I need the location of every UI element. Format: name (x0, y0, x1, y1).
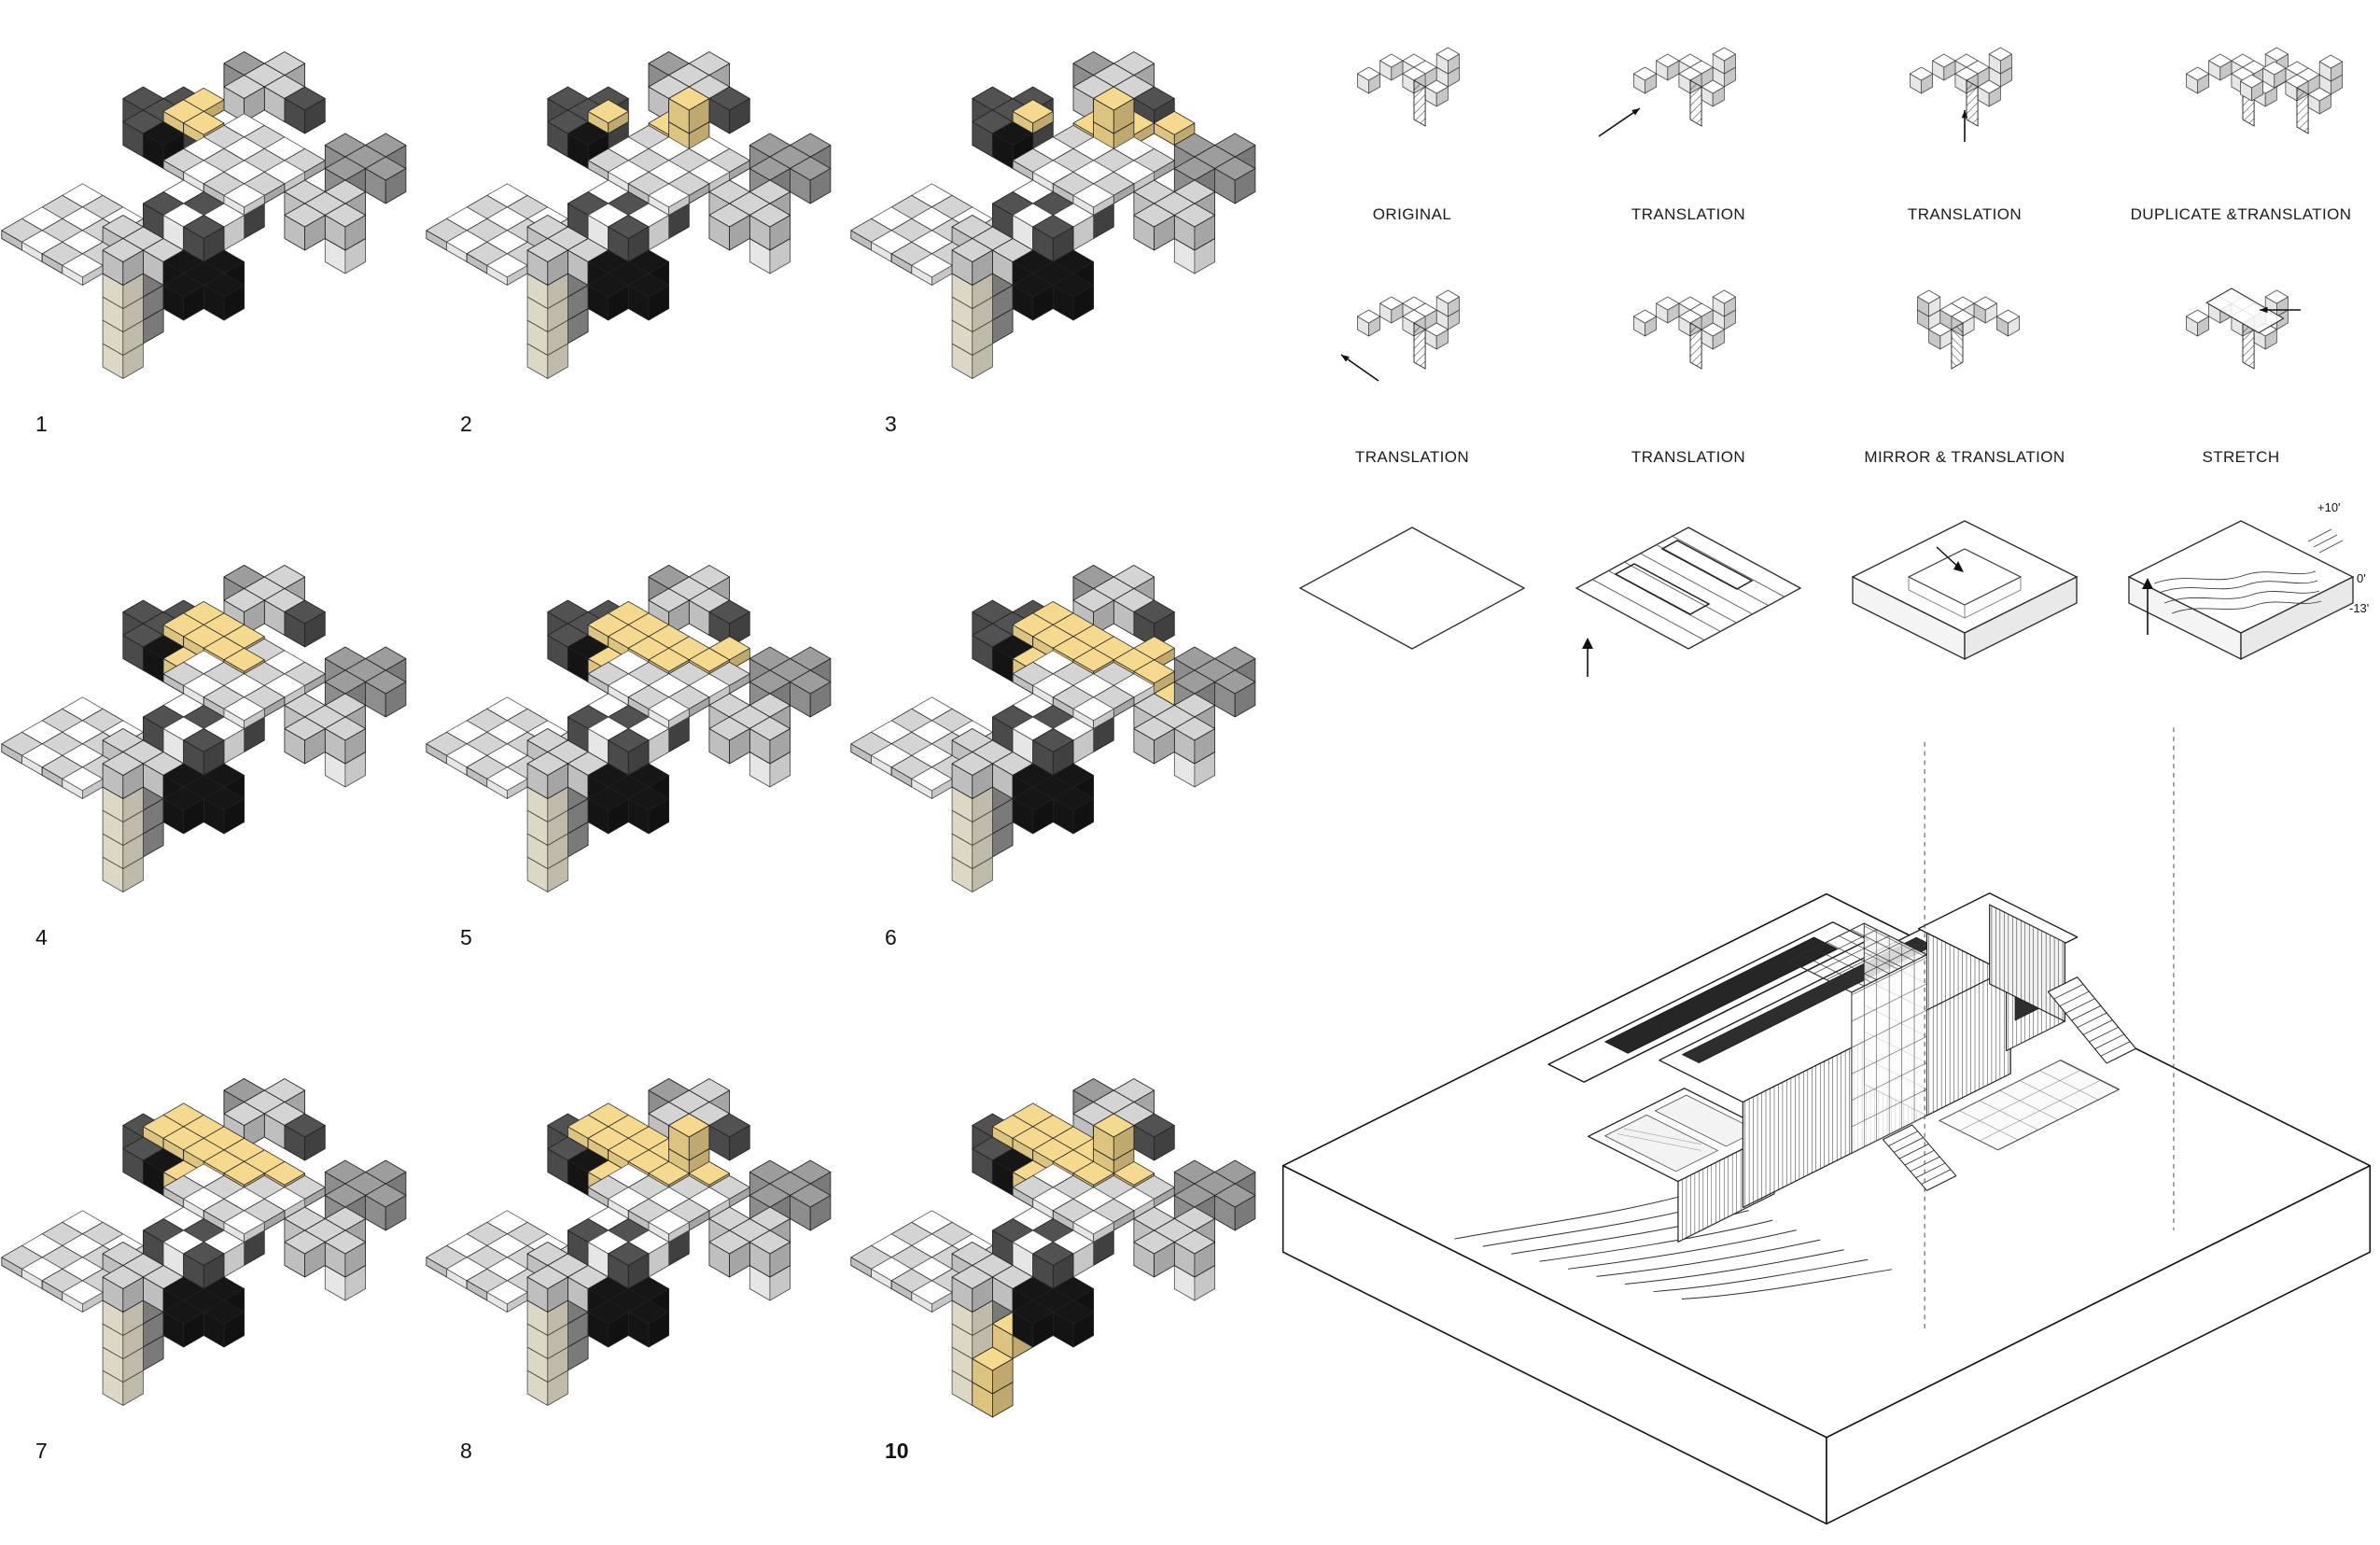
transform-diagram (1917, 289, 2020, 370)
block-right-face (1964, 575, 2078, 661)
transform-diagram (1598, 47, 1736, 137)
final-building-axonometric (1281, 727, 2372, 1525)
figure-number: 3 (885, 412, 897, 436)
transform-label: TRANSLATION (1631, 205, 1746, 223)
massing-axonometric-drawing (850, 565, 1256, 892)
up-arrow (1582, 638, 1593, 677)
massing-axonometric-drawing (1, 1078, 407, 1406)
massing-figure: 3 (849, 0, 1274, 513)
massing-axonometric-drawing (850, 1078, 1256, 1418)
massing-iteration-grid: 1 2 3 4 5 6 7 8 (0, 0, 1274, 1540)
transform-diagram (2186, 288, 2301, 370)
transform-diagram (1340, 289, 1460, 382)
massing-figure: 7 (0, 1027, 425, 1540)
transform-label: TRANSLATION (1354, 448, 1470, 466)
transform-label: TRANSLATION (1631, 448, 1746, 466)
roof-plate (1614, 563, 1711, 615)
entry-arrow (1936, 546, 1964, 572)
transform-diagram (1633, 289, 1736, 370)
site-plane (1575, 527, 1802, 650)
transform-step: MIRROR & TRANSLATION (1827, 243, 2103, 485)
figure-number: 5 (460, 925, 472, 949)
site-plane (1298, 527, 1526, 650)
transform-label: TRANSLATION (1907, 205, 2023, 223)
transform-step: TRANSLATION (1550, 0, 1827, 243)
transform-diagram (2186, 47, 2343, 134)
figure-number: 2 (460, 412, 472, 436)
transform-label: DUPLICATE &TRANSLATION (2130, 205, 2352, 223)
site-courtyard-block-diagram (1851, 520, 2079, 661)
massing-axonometric-drawing (1, 565, 407, 892)
figure-number: 1 (35, 412, 48, 436)
figure-number: 4 (35, 925, 48, 949)
massing-axonometric-drawing (426, 1078, 832, 1406)
terrace-steps (2307, 528, 2344, 554)
massing-axonometric-drawing (1, 51, 407, 379)
massing-figure: 6 (849, 513, 1274, 1027)
figure-number: 6 (885, 925, 897, 949)
figure-number: 7 (35, 1439, 48, 1463)
site-plane-diagram (1298, 527, 1526, 650)
transform-diagram (1910, 47, 2012, 142)
elevation-label-low: -13' (2349, 601, 2369, 615)
block-right-face (2240, 575, 2354, 661)
transform-label: MIRROR & TRANSLATION (1864, 448, 2065, 466)
final-axonometric-panel (1271, 700, 2380, 1540)
figure-number: 10 (885, 1439, 909, 1463)
massing-figure: 5 (425, 513, 849, 1027)
massing-figure: 2 (425, 0, 849, 513)
transform-step: TRANSLATION (1827, 0, 2103, 243)
transform-step: TRANSLATION (1274, 243, 1550, 485)
massing-axonometric-drawing (426, 51, 832, 379)
transform-label: STRETCH (2202, 448, 2280, 466)
massing-axonometric-drawing (850, 51, 1256, 379)
transform-step: DUPLICATE &TRANSLATION (2103, 0, 2379, 243)
elevation-label-top: +10' (2317, 500, 2341, 514)
elevation-label-zero: 0' (2357, 571, 2366, 585)
roof-plate (1660, 540, 1754, 590)
site-roof-plan-diagram (1575, 527, 1802, 677)
massing-figure: 4 (0, 513, 425, 1027)
transform-diagram (1357, 47, 1460, 127)
figure-number: 8 (460, 1439, 472, 1463)
massing-figure: 8 (425, 1027, 849, 1540)
site-terrain-block-diagram: +10' 0' -13' (2127, 500, 2369, 661)
massing-figure: 10 (849, 1027, 1274, 1540)
transform-step: STRETCH (2103, 243, 2379, 485)
massing-axonometric-drawing (426, 565, 832, 892)
transform-label: ORIGINAL (1372, 205, 1452, 223)
transform-step: ORIGINAL (1274, 0, 1550, 243)
transform-step: TRANSLATION (1550, 243, 1827, 485)
site-diagram-row: +10' 0' -13' (1274, 485, 2380, 700)
terrain-contours (2153, 570, 2322, 614)
up-arrow (2142, 578, 2153, 635)
massing-figure: 1 (0, 0, 425, 513)
transformation-sequence: ORIGINAL TRANSLATION TRANSLATION DUPLICA… (1274, 0, 2380, 485)
